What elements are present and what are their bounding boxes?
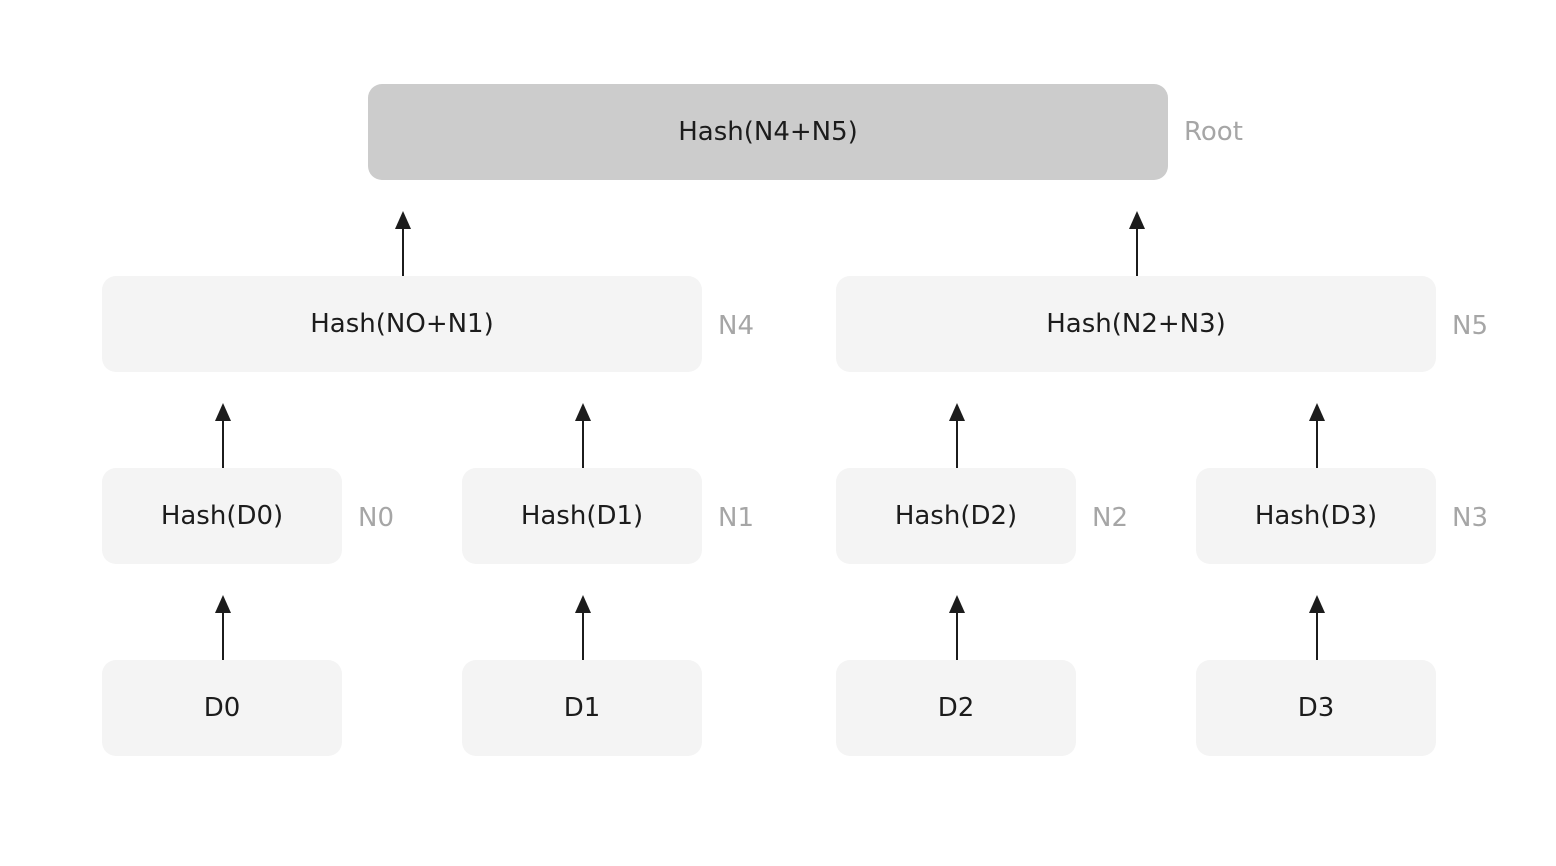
root-node: Hash(N4+N5) — [368, 84, 1168, 180]
arrow-d2-to-n2 — [949, 595, 965, 660]
arrow-d1-to-n1 — [575, 595, 591, 660]
node-n5-label: N5 — [1452, 311, 1488, 341]
node-n4-label: N4 — [718, 311, 754, 341]
node-n4-text: Hash(NO+N1) — [310, 309, 494, 339]
data-d2-text: D2 — [937, 693, 975, 723]
arrow-n2-to-n5 — [949, 403, 965, 468]
node-n4: Hash(NO+N1) — [102, 276, 702, 372]
node-n3-label: N3 — [1452, 503, 1488, 533]
arrow-n5-to-root — [1129, 211, 1145, 276]
arrow-d0-to-n0 — [215, 595, 231, 660]
node-n0-text: Hash(D0) — [160, 501, 284, 531]
node-n5: Hash(N2+N3) — [836, 276, 1436, 372]
node-n2-text: Hash(D2) — [894, 501, 1018, 531]
node-n2: Hash(D2) — [836, 468, 1076, 564]
arrow-n1-to-n4 — [575, 403, 591, 468]
root-node-text: Hash(N4+N5) — [678, 117, 858, 147]
node-n1-text: Hash(D1) — [520, 501, 644, 531]
arrow-n3-to-n5 — [1309, 403, 1325, 468]
node-n3: Hash(D3) — [1196, 468, 1436, 564]
data-d0: D0 — [102, 660, 342, 756]
node-n1-label: N1 — [718, 503, 754, 533]
data-d0-text: D0 — [203, 693, 241, 723]
arrow-n0-to-n4 — [215, 403, 231, 468]
node-n1: Hash(D1) — [462, 468, 702, 564]
arrow-n4-to-root — [395, 211, 411, 276]
node-n0-label: N0 — [358, 503, 394, 533]
data-d2: D2 — [836, 660, 1076, 756]
node-n3-text: Hash(D3) — [1254, 501, 1378, 531]
data-d1-text: D1 — [563, 693, 601, 723]
node-n2-label: N2 — [1092, 503, 1128, 533]
data-d3-text: D3 — [1297, 693, 1335, 723]
arrow-d3-to-n3 — [1309, 595, 1325, 660]
data-d1: D1 — [462, 660, 702, 756]
root-label: Root — [1184, 117, 1243, 147]
node-n5-text: Hash(N2+N3) — [1046, 309, 1226, 339]
data-d3: D3 — [1196, 660, 1436, 756]
node-n0: Hash(D0) — [102, 468, 342, 564]
